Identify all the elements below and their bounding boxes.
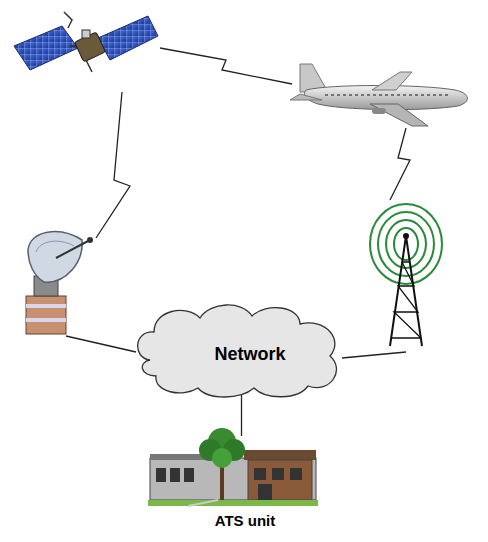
network-link: [241, 394, 242, 436]
network-cloud: Network: [130, 300, 346, 400]
building-label: ATS unit: [148, 512, 342, 529]
airplane: [290, 64, 467, 126]
radio-tower: [370, 204, 442, 346]
satellite-dish: [26, 232, 93, 334]
radio-link: [96, 48, 410, 238]
satellite: [14, 12, 158, 72]
cloud-label: Network: [214, 344, 285, 365]
building-picture: [148, 428, 318, 508]
ats-building: ATS unit: [148, 428, 342, 529]
